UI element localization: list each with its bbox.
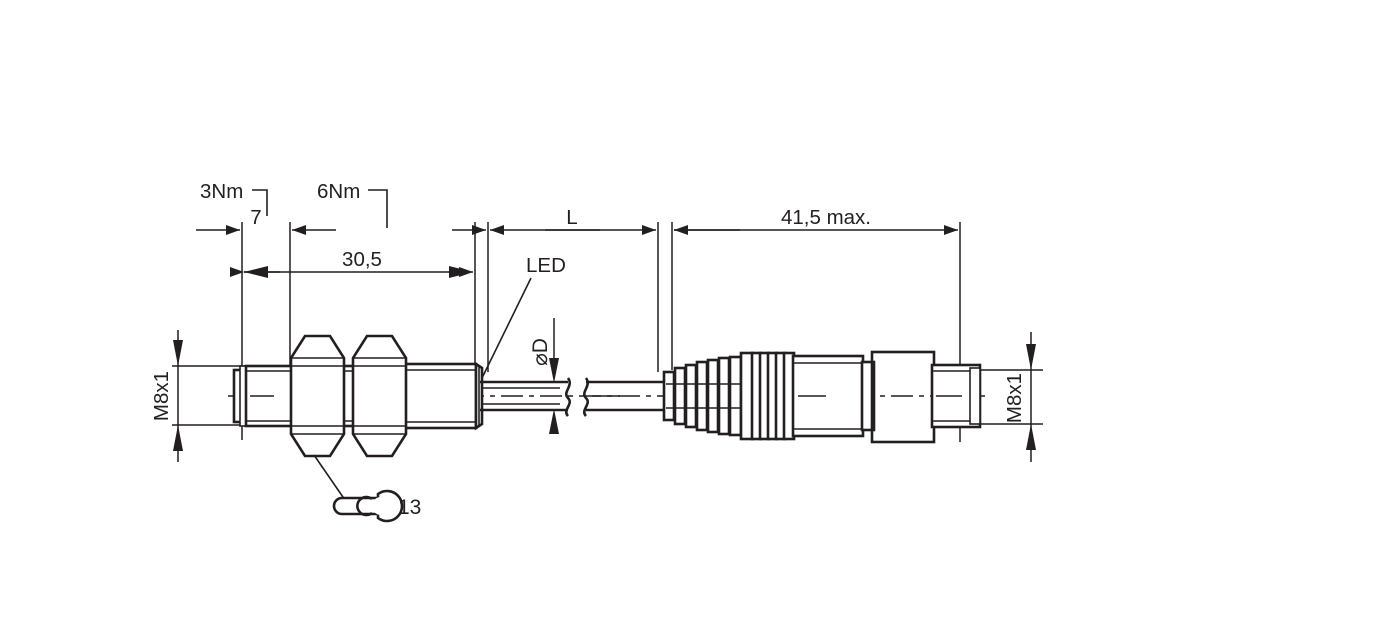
m8-right-arrow-top xyxy=(1026,344,1036,370)
connector xyxy=(662,350,982,444)
dimD-arrow-top xyxy=(549,358,559,383)
wrench-shape xyxy=(332,489,404,523)
wrench-icon xyxy=(332,489,404,523)
dim-label-body-length: 30,5 xyxy=(342,248,382,271)
dim-305-arrowhead-left xyxy=(244,266,268,278)
dimension-row-top: 7 L 41,5 max. xyxy=(196,206,961,442)
cable-break-right xyxy=(583,377,589,417)
m8-left-arrow-bottom xyxy=(173,425,183,451)
wrench-callout: 13 xyxy=(313,454,421,523)
strain-rib-6 xyxy=(717,356,731,436)
torque-label-front: 3Nm xyxy=(200,180,243,203)
dimension-connector-thread: M8x1 xyxy=(942,332,1043,462)
dim-label-front-thread: 7 xyxy=(250,206,261,229)
torque-callouts: 3Nm 6Nm xyxy=(200,180,388,228)
leader-led xyxy=(481,277,532,379)
dimD-arrow-bottom xyxy=(549,409,559,434)
strain-rib-4 xyxy=(695,360,709,432)
wrench-size-label: 13 xyxy=(398,496,421,519)
connector-tip-end xyxy=(969,367,981,425)
cable-diameter-label: ⌀D xyxy=(529,338,552,366)
knurled-coupling-nut xyxy=(870,350,936,444)
cable xyxy=(480,377,672,417)
sensor-body xyxy=(232,334,484,458)
strain-rib-2 xyxy=(673,366,687,426)
sensor-rear-barrel xyxy=(398,362,478,430)
cable-diameter-dimension: ⌀D xyxy=(529,318,559,434)
m8-right-arrow-bottom xyxy=(1026,424,1036,450)
dim-label-connector-length: 41,5 max. xyxy=(781,206,871,229)
strain-rib-5 xyxy=(706,358,720,434)
dimension-sensor-thread: M8x1 xyxy=(150,330,248,462)
dimension-body-length: 30,5 xyxy=(230,248,473,278)
led-callout: LED xyxy=(481,254,566,379)
strain-rib-7 xyxy=(728,355,743,437)
hex-nut-front-outline xyxy=(289,334,346,458)
leader-wrench xyxy=(313,454,346,501)
connector-grip xyxy=(739,351,796,441)
hex-nut-rear xyxy=(351,334,408,458)
strain-rib-3 xyxy=(684,363,698,429)
leader-3nm xyxy=(252,189,268,216)
thread-label-left: M8x1 xyxy=(150,371,173,421)
strain-relief xyxy=(662,355,743,437)
cable-break-left xyxy=(565,377,571,417)
torque-label-nuts: 6Nm xyxy=(317,180,360,203)
leader-6nm xyxy=(368,189,388,228)
led-label: LED xyxy=(526,254,566,277)
strain-rib-1 xyxy=(662,370,676,422)
hex-nut-rear-outline xyxy=(351,334,408,458)
dim-305-arrowhead-right xyxy=(449,266,473,278)
thread-label-right: M8x1 xyxy=(1003,373,1026,423)
wrench-jaw-arc xyxy=(356,495,373,517)
dim-label-cable-length: L xyxy=(566,206,577,229)
m8-left-arrow-top xyxy=(173,340,183,366)
wrench-jaw-gap xyxy=(372,497,390,515)
hex-nut-front xyxy=(289,334,346,458)
